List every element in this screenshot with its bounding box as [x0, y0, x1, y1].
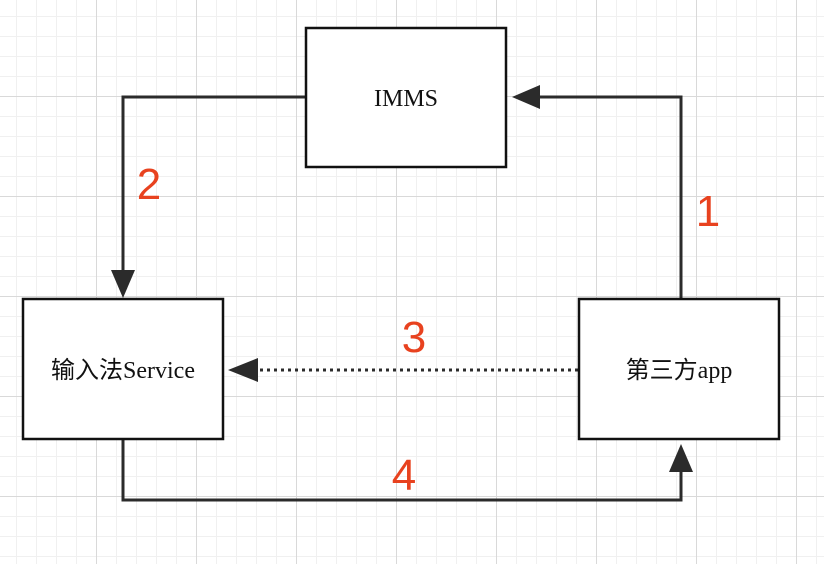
step-2-label: 2 [137, 160, 161, 209]
node-imms-label: IMMS [374, 86, 438, 112]
edge-ime-service-to-app [121, 440, 693, 502]
edge-app-to-ime-service [228, 358, 578, 382]
node-third-party-app-label: 第三方app [626, 357, 733, 384]
step-1-label: 1 [696, 187, 720, 236]
edge-2-arrowhead [111, 270, 135, 298]
node-imms: IMMS [304, 26, 508, 169]
step-4-label: 4 [392, 451, 416, 500]
edge-app-to-imms [512, 85, 683, 298]
node-ime-service: 输入法Service [21, 297, 225, 441]
edge-4-arrowhead [669, 444, 693, 472]
node-ime-service-label: 输入法Service [51, 357, 195, 384]
node-third-party-app: 第三方app [577, 297, 781, 441]
edge-3-arrowhead [228, 358, 258, 382]
step-3-label: 3 [402, 313, 426, 362]
edge-1-arrowhead [512, 85, 540, 109]
edge-imms-to-ime-service [111, 95, 306, 298]
